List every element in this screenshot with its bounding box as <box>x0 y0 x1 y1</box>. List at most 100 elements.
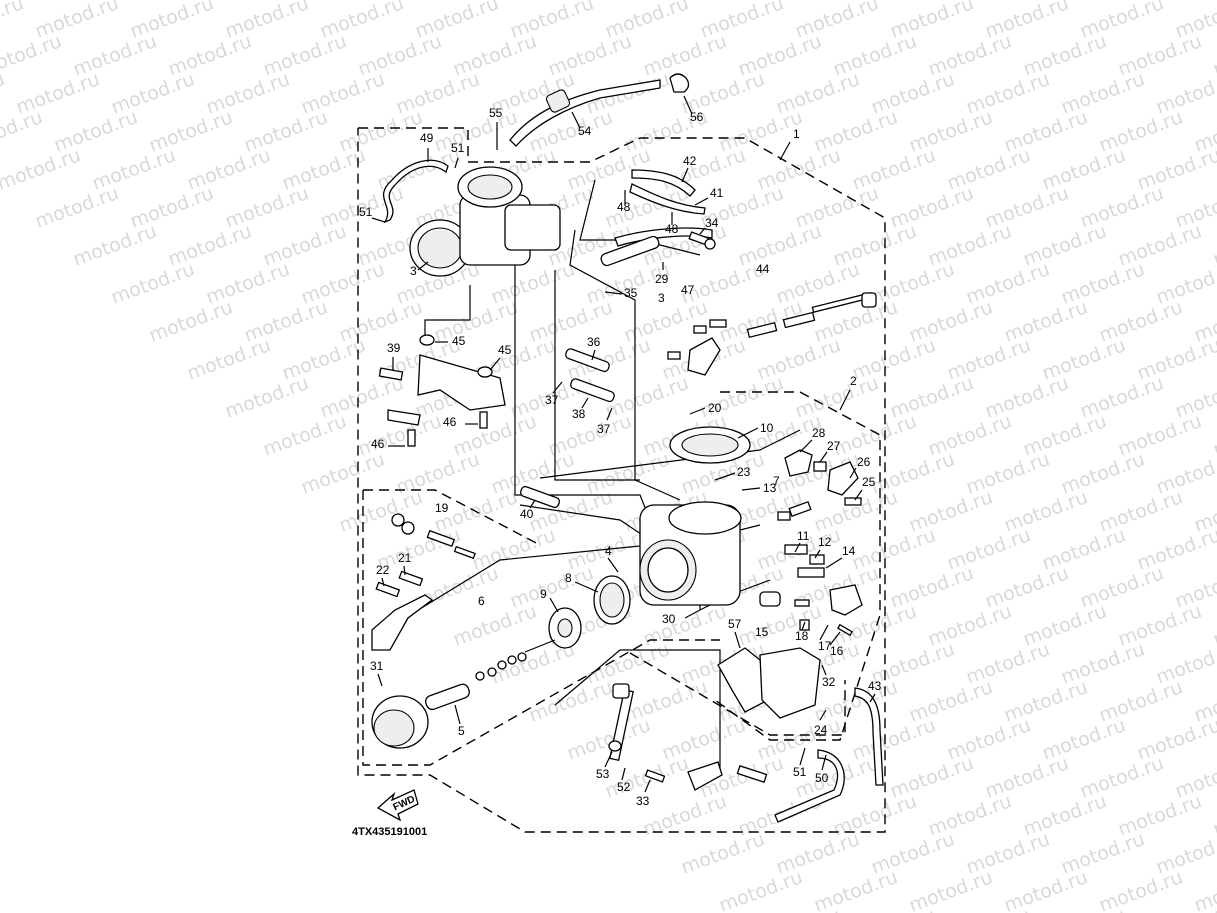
leader-line <box>869 693 876 703</box>
part-label-27: 27 <box>827 439 841 453</box>
leader-line <box>737 427 759 439</box>
leader-line <box>529 499 536 509</box>
leader-line <box>644 779 651 793</box>
washer-53 <box>608 740 622 752</box>
part-label-33: 33 <box>636 794 650 808</box>
part-label-9: 9 <box>540 587 547 601</box>
leader-line <box>814 549 821 559</box>
part-label-2: 2 <box>850 374 857 388</box>
float-bowl <box>759 647 821 719</box>
part-label-3a: 3 <box>410 264 417 278</box>
leader-line <box>699 227 706 235</box>
spring-5 <box>424 683 470 711</box>
part-label-21: 21 <box>398 551 412 565</box>
leader-line <box>417 261 429 271</box>
leader-line <box>819 709 827 721</box>
screw-plunger <box>736 765 768 783</box>
leader-line <box>574 581 599 593</box>
leader-line <box>801 621 806 631</box>
part-label-35: 35 <box>624 286 638 300</box>
throttle-screw-44 <box>746 292 877 339</box>
part-label-40: 40 <box>520 507 534 521</box>
part-label-45b: 45 <box>498 343 512 357</box>
bracket-assembly <box>378 334 506 447</box>
part-label-51c: 51 <box>793 765 807 779</box>
part-label-37a: 37 <box>545 393 559 407</box>
hose-43 <box>854 687 884 786</box>
part-label-48b: 48 <box>665 222 679 236</box>
leader-line <box>819 451 828 463</box>
leader-line <box>604 291 623 295</box>
carburetor-3 <box>409 166 561 277</box>
needle-set-6 <box>475 639 556 681</box>
sub-assembly-outline-left <box>363 489 541 546</box>
part-label-24: 24 <box>814 723 828 737</box>
part-label-38: 38 <box>572 407 586 421</box>
part-label-6: 6 <box>478 594 485 608</box>
leader-line <box>377 673 383 687</box>
clamp-56 <box>669 73 690 93</box>
part-label-3b: 3 <box>658 291 665 305</box>
part-label-14: 14 <box>842 544 856 558</box>
part-label-16: 16 <box>830 644 844 658</box>
part-label-23: 23 <box>737 465 751 479</box>
part-label-17: 17 <box>818 639 832 653</box>
leader-line <box>779 141 791 161</box>
part-label-13: 13 <box>763 481 777 495</box>
part-label-25: 25 <box>862 475 876 489</box>
part-label-36: 36 <box>587 335 601 349</box>
hose-50 <box>774 749 845 823</box>
leader-line <box>371 217 386 223</box>
pipe-38 <box>570 378 615 403</box>
leader-line <box>549 597 559 613</box>
leader-line <box>829 631 841 646</box>
part-label-10: 10 <box>760 421 774 435</box>
screw-head-29 <box>704 238 716 250</box>
leader-line <box>591 349 596 361</box>
part-label-29: 29 <box>655 272 669 286</box>
part-label-32: 32 <box>822 675 836 689</box>
part-label-34: 34 <box>705 216 719 230</box>
part-label-49: 49 <box>420 131 434 145</box>
carburetor-2 <box>639 426 751 606</box>
hose-42 <box>631 169 696 197</box>
part-label-54: 54 <box>578 124 592 138</box>
part-label-51a: 51 <box>451 141 465 155</box>
plunger-part <box>687 761 723 791</box>
pipe-36 <box>565 348 610 373</box>
sub-assembly-outline-bottom <box>629 652 846 736</box>
fitting-29 <box>600 235 660 267</box>
part-label-4: 4 <box>605 544 612 558</box>
leader-line <box>849 467 857 479</box>
leader-line <box>794 542 801 553</box>
part-label-44: 44 <box>756 262 770 276</box>
part-label-8: 8 <box>565 571 572 585</box>
part-label-18: 18 <box>795 629 809 643</box>
piston-9 <box>548 607 582 649</box>
leader-line <box>621 767 626 781</box>
assembly-1-outline <box>357 127 886 833</box>
leader-line <box>825 557 843 569</box>
part-label-31: 31 <box>370 659 384 673</box>
leader-line <box>714 472 736 481</box>
part-label-55: 55 <box>489 106 503 120</box>
leader-line <box>819 624 829 641</box>
part-label-52: 52 <box>617 780 631 794</box>
leader-line <box>694 197 709 206</box>
part-label-12: 12 <box>818 535 832 549</box>
part-label-57: 57 <box>728 617 742 631</box>
hose-41 <box>629 183 706 215</box>
leader-line <box>734 631 741 649</box>
part-label-22: 22 <box>376 563 390 577</box>
cover-31 <box>371 695 429 749</box>
cap-52 <box>612 683 630 699</box>
assembly-2-outline <box>714 391 881 741</box>
leader-line <box>821 664 827 676</box>
part-label-53: 53 <box>596 767 610 781</box>
leader-line <box>489 357 501 371</box>
leader-line <box>839 389 851 411</box>
lever-47 <box>667 319 727 376</box>
part-label-43: 43 <box>868 679 882 693</box>
